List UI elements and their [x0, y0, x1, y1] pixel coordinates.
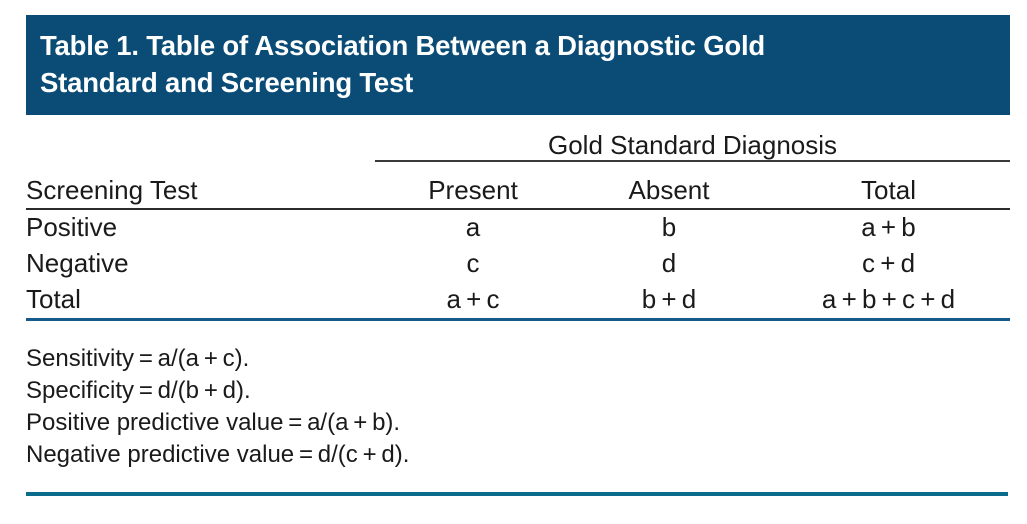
cell-positive-present: a: [465, 212, 481, 243]
table-title: Table 1. Table of Association Between a …: [40, 30, 766, 98]
cell-negative-absent: d: [661, 248, 677, 279]
association-table: Gold Standard Diagnosis Screening Test P…: [26, 118, 1011, 321]
bottom-rule: [26, 492, 1008, 496]
association-table-container: Gold Standard Diagnosis Screening Test P…: [26, 118, 1011, 321]
row-label-positive: Positive: [26, 212, 118, 243]
footnote-positive-predictive-value: Positive predictive value = a/(a + b).: [26, 408, 401, 436]
cell-positive-total: a + b: [861, 212, 916, 243]
row-label-total: Total: [26, 282, 375, 321]
column-header-screening-test: Screening Test: [26, 161, 375, 210]
span-header-gold-standard-diagnosis: Gold Standard Diagnosis: [375, 118, 1011, 162]
cell-total-total: a + b + c + d: [767, 282, 1011, 321]
table-footnotes: Sensitivity = a/(a + c). Specificity = d…: [26, 343, 1010, 471]
column-header-absent: Absent: [571, 161, 767, 210]
cell-total-absent: b + d: [571, 282, 767, 321]
footnote-specificity: Specificity = d/(b + d).: [26, 376, 251, 404]
cell-positive-absent: b: [661, 212, 677, 243]
column-header-present: Present: [375, 161, 571, 210]
cell-negative-total: c + d: [861, 248, 916, 279]
span-header-spacer: [26, 118, 375, 161]
row-label-negative: Negative: [26, 248, 129, 279]
table-row: Positive a b a + b: [26, 209, 1010, 246]
column-header-total: Total: [767, 161, 1011, 210]
span-header-row: Gold Standard Diagnosis: [26, 118, 1011, 162]
table-row: Negative c d c + d: [26, 246, 1010, 282]
column-header-row: Screening Test Present Absent Total: [26, 161, 1011, 210]
cell-total-present: a + c: [375, 282, 571, 321]
cell-negative-present: c: [466, 248, 480, 279]
table-title-banner: Table 1. Table of Association Between a …: [26, 15, 1010, 115]
table-row: Total a + c b + d a + b + c + d: [26, 282, 1011, 321]
footnote-negative-predictive-value: Negative predictive value = d/(c + d).: [26, 440, 410, 468]
footnote-sensitivity: Sensitivity = a/(a + c).: [26, 345, 250, 372]
